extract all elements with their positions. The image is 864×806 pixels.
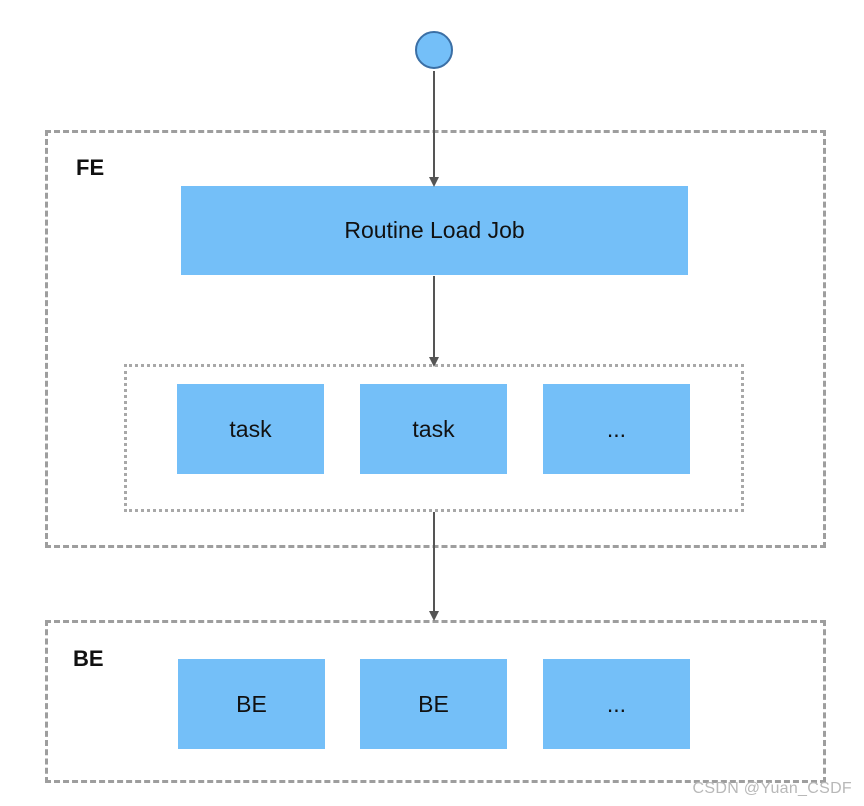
be-node-1: BE (178, 659, 325, 749)
be-group-box (45, 620, 826, 783)
be-node-ellipsis: ... (543, 659, 690, 749)
fe-group-label: FE (76, 155, 105, 180)
task-node-1: task (177, 384, 324, 474)
be-group-label: BE (73, 646, 104, 671)
task-node-ellipsis: ... (543, 384, 690, 474)
watermark-text: CSDN @Yuan_CSDF (692, 780, 852, 797)
start-node-circle (415, 31, 453, 69)
be-node-2: BE (360, 659, 507, 749)
task-node-2: task (360, 384, 507, 474)
fe-group-box (45, 130, 826, 548)
routine-load-job-node: Routine Load Job (181, 186, 688, 275)
